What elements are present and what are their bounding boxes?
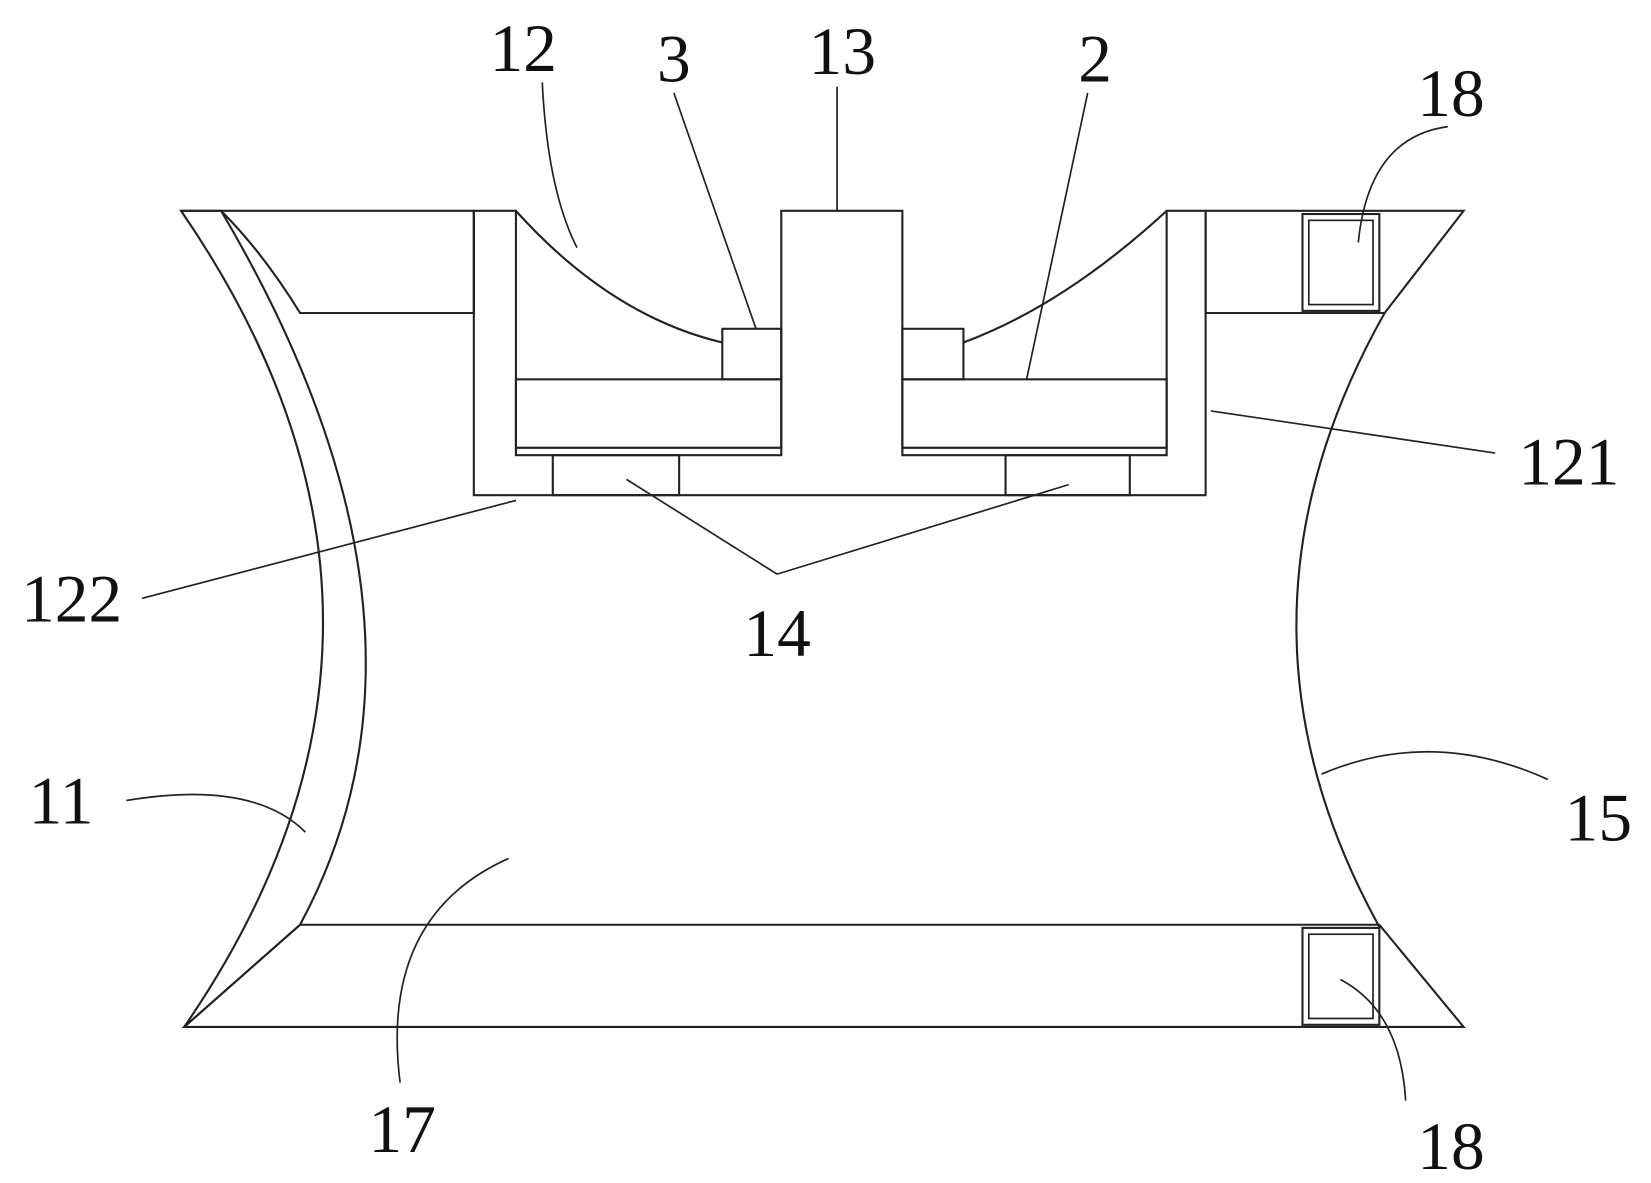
cup-121 [474,211,1206,495]
membrane-curve-left [516,211,722,343]
label-121: 121 [1518,425,1619,500]
label-14: 14 [743,596,810,671]
label-3: 3 [657,21,691,96]
membrane-curve-right [963,211,1166,343]
label-11: 11 [29,764,94,839]
block-18-bottom [1302,928,1379,1025]
label-17: 17 [369,1092,436,1167]
label-18-top: 18 [1417,56,1484,131]
label-18-bottom: 18 [1417,1109,1484,1183]
mesh-layer-2-left [516,379,781,447]
top-plate-left [181,211,474,313]
block-18-top-inner [1309,220,1373,304]
label-122: 122 [21,562,122,637]
opening-14-right [1006,455,1130,495]
mesh-layer-2-right [902,379,1166,447]
component-3-left [722,329,781,380]
label-13: 13 [809,14,876,89]
leader-lines [126,82,1547,1100]
opening-14-left [553,455,679,495]
block-18-bottom-inner [1309,934,1373,1018]
label-2: 2 [1078,21,1112,96]
label-15: 15 [1565,781,1632,856]
label-12: 12 [490,11,557,86]
side-curve-15 [1296,313,1384,927]
component-3-right [902,329,963,380]
top-plate-right [1206,211,1464,313]
bottom-plate [184,925,1463,1027]
block-18-top [1302,214,1379,311]
side-wall-11 [181,211,366,1027]
